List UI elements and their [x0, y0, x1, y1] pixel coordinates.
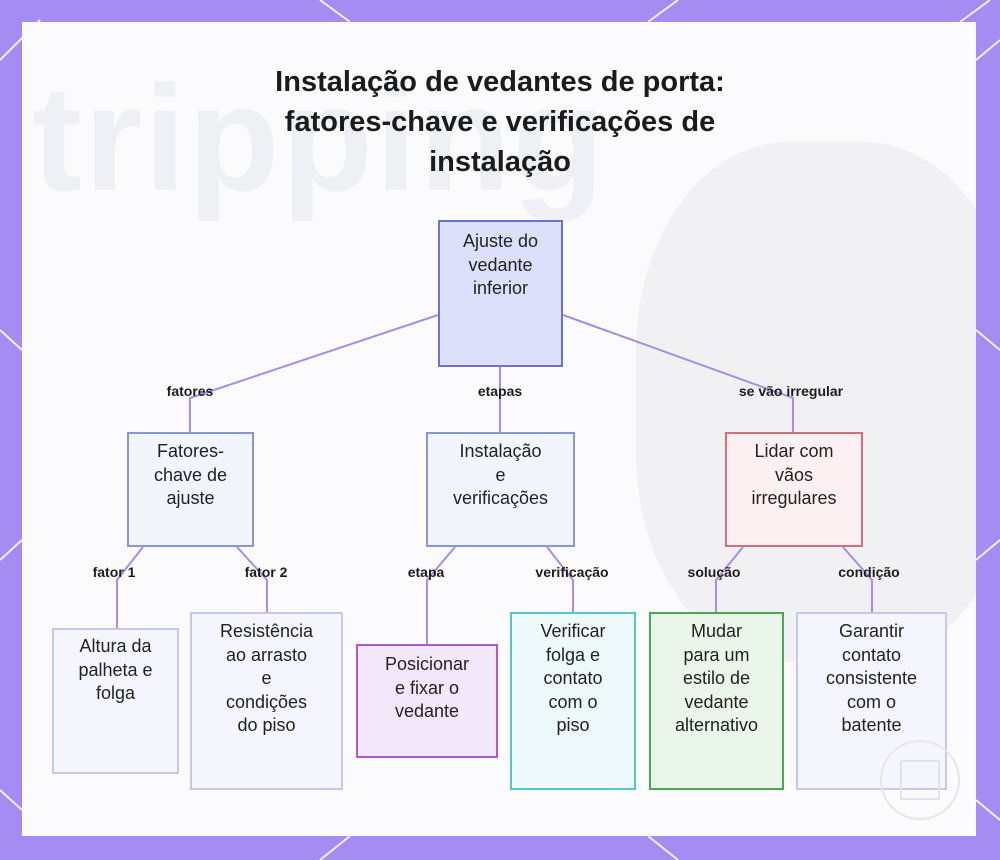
- connector-root-gaps: [562, 314, 794, 432]
- background-photo-blur: [636, 142, 976, 662]
- node-text: contato: [841, 644, 902, 665]
- background-watermark-text: tripping: [32, 54, 607, 222]
- title-line: fatores-chave e verificações de: [284, 106, 716, 138]
- edge-label-fatores: fatores: [166, 383, 214, 399]
- node-text: com o: [846, 691, 897, 712]
- connector-gaps-change: [715, 546, 744, 612]
- diagram-panel: tripping: [22, 22, 976, 836]
- node-text: consistente: [825, 668, 918, 688]
- title-line: instalação: [429, 146, 571, 178]
- node-text: irregulares: [751, 488, 837, 508]
- node-text: do piso: [237, 715, 296, 735]
- node-text: para um: [683, 644, 750, 665]
- node-root: Ajuste do vedante inferior: [438, 220, 563, 367]
- node-text: e: [261, 668, 272, 688]
- connector-factors-height: [116, 546, 144, 628]
- node-text: Posicionar: [384, 654, 470, 674]
- logo-square: [900, 760, 940, 800]
- node-text: Lidar com: [754, 441, 834, 461]
- node-text: vãos: [774, 464, 813, 485]
- node-text: verificações: [452, 488, 549, 508]
- building-logo-icon: [880, 740, 960, 820]
- node-factors: Fatores- chave de ajuste: [127, 432, 254, 547]
- node-text: piso: [556, 715, 590, 735]
- node-text: Altura da: [79, 636, 152, 656]
- node-text: Instalação: [459, 441, 542, 461]
- node-text: vedante: [394, 701, 460, 721]
- node-text: chave de: [153, 464, 228, 485]
- connector-factors-resistance: [236, 546, 268, 612]
- node-text: palheta e: [78, 659, 153, 680]
- node-text: Garantir: [838, 621, 905, 641]
- node-text: ajuste: [166, 488, 215, 508]
- node-text: inferior: [472, 278, 529, 298]
- node-text: ao arrasto: [225, 644, 308, 665]
- node-install: Instalação e verificações: [426, 432, 575, 547]
- connector-root-factors: [189, 314, 439, 432]
- node-text: e: [495, 464, 506, 485]
- node-text: alternativo: [674, 715, 759, 735]
- title-line: Instalação de vedantes de porta:: [275, 66, 725, 98]
- edge-label-condicao: condição: [838, 564, 900, 580]
- node-position: Posicionar e fixar o vedante: [356, 644, 498, 758]
- node-text: Mudar: [690, 621, 743, 641]
- connector-install-position: [426, 546, 456, 644]
- connector-install-verify: [546, 546, 574, 612]
- node-text: Ajuste do: [462, 231, 539, 251]
- diagram-title: Instalação de vedantes de porta: fatores…: [200, 62, 800, 182]
- edge-label-verificacao: verificação: [535, 564, 609, 580]
- edge-label-se-vao-irregular: se vão irregular: [738, 383, 844, 399]
- node-text: estilo de: [682, 668, 751, 688]
- node-verify: Verificar folga e contato com o piso: [510, 612, 636, 790]
- node-text: folga: [95, 683, 136, 703]
- node-resistance: Resistência ao arrasto e condições do pi…: [190, 612, 343, 790]
- node-text: e fixar o: [394, 677, 459, 698]
- node-text: folga e: [545, 644, 601, 665]
- node-text: contato: [543, 668, 603, 688]
- edge-label-etapas: etapas: [477, 383, 523, 399]
- edge-label-etapa: etapa: [407, 564, 445, 580]
- node-gaps: Lidar com vãos irregulares: [725, 432, 863, 547]
- node-text: Verificar: [540, 621, 606, 641]
- node-height: Altura da palheta e folga: [52, 628, 179, 774]
- node-text: Fatores-: [156, 441, 225, 461]
- edge-label-fator-1: fator 1: [92, 564, 136, 580]
- node-text: Resistência: [219, 621, 314, 641]
- node-text: vedante: [468, 254, 533, 275]
- node-text: vedante: [684, 691, 749, 712]
- edge-label-solucao: solução: [687, 564, 741, 580]
- edge-label-fator-2: fator 2: [244, 564, 288, 580]
- node-text: com o: [548, 691, 598, 712]
- node-text: batente: [841, 715, 902, 735]
- node-text: condições: [225, 691, 308, 712]
- node-change: Mudar para um estilo de vedante alternat…: [649, 612, 784, 790]
- connector-gaps-ensure: [842, 546, 873, 612]
